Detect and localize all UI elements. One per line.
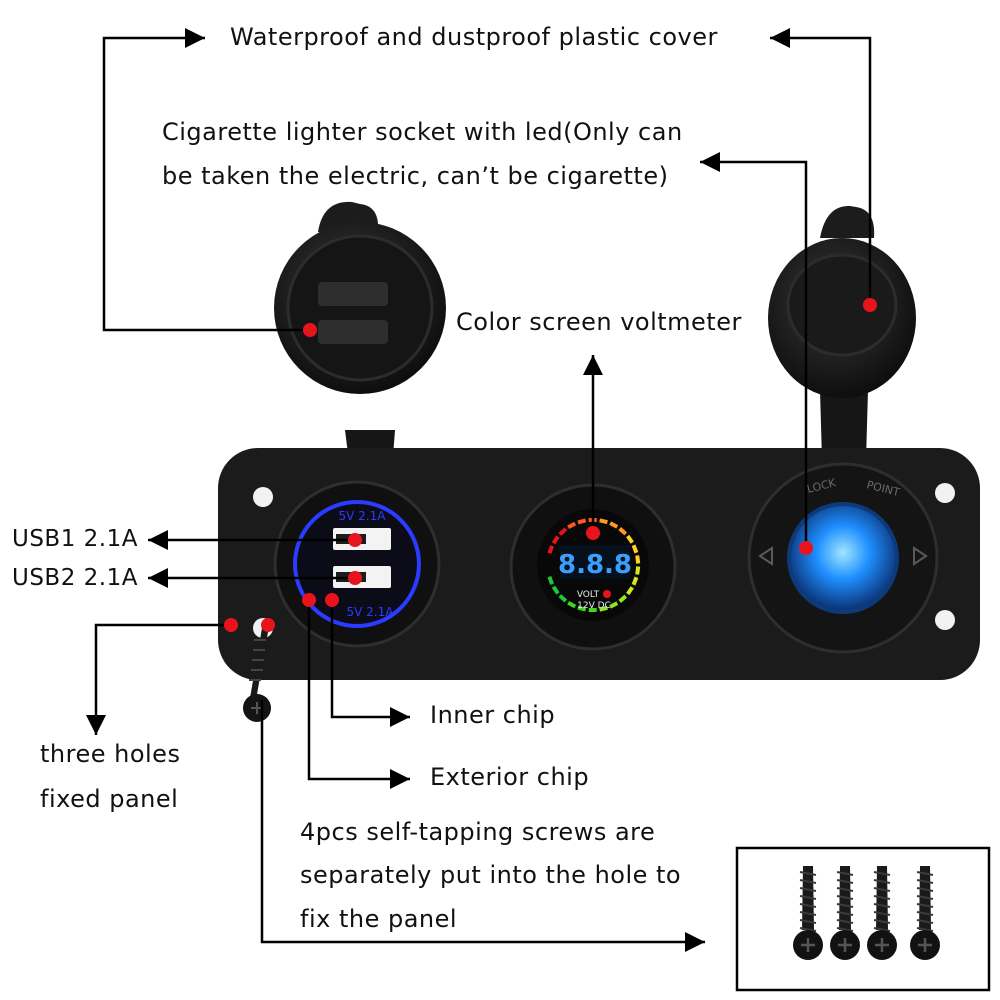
- voltmeter-led-segment: [577, 518, 587, 525]
- marker-exterior-chip: [302, 593, 316, 607]
- mount-hole-tr: [935, 483, 955, 503]
- screws-group: [793, 866, 940, 960]
- voltmeter-led-segment: [577, 605, 587, 612]
- voltmeter-led-segment: [631, 576, 639, 586]
- marker-holes: [224, 618, 238, 632]
- label-cover: Waterproof and dustproof plastic cover: [230, 23, 718, 51]
- usb-socket: 5V 2.1A 5V 2.1A: [273, 480, 441, 648]
- voltmeter-dc-text: 12V DC: [577, 601, 611, 611]
- usb-top-rating: 5V 2.1A: [339, 509, 387, 523]
- label-screws-line1: 4pcs self-tapping screws are: [300, 818, 656, 846]
- voltmeter-led-segment: [558, 527, 568, 536]
- voltmeter-led-segment: [635, 555, 641, 564]
- voltmeter-led-segment: [551, 535, 560, 545]
- label-usb2: USB2 2.1A: [12, 565, 138, 591]
- voltmeter: 8.8.8 VOLT 12V DC: [509, 483, 677, 651]
- voltmeter-led-segment: [626, 534, 634, 544]
- marker-voltmeter: [586, 526, 600, 540]
- leader-screws: [260, 700, 705, 952]
- leader-holes: [86, 623, 231, 735]
- label-voltmeter: Color screen voltmeter: [456, 308, 742, 336]
- leader-lighter: [700, 152, 808, 548]
- screw-icon: [867, 866, 897, 960]
- voltmeter-led-segment: [551, 585, 560, 595]
- label-screws-line3: fix the panel: [300, 905, 458, 933]
- label-lighter-line2: be taken the electric, can’t be cigarett…: [162, 162, 669, 190]
- leader-cover-right: [770, 28, 872, 305]
- marker-screw: [261, 618, 275, 632]
- voltmeter-led-segment: [588, 607, 597, 613]
- voltmeter-led-segment: [599, 605, 608, 612]
- voltmeter-led-segment: [635, 566, 641, 575]
- marker-cover-left: [303, 323, 317, 337]
- mount-hole-tl: [253, 487, 273, 507]
- marker-usb1: [348, 533, 362, 547]
- label-holes-line2: fixed panel: [40, 785, 179, 813]
- mount-hole-br: [935, 610, 955, 630]
- marker-inner-chip: [325, 593, 339, 607]
- marker-usb2: [348, 571, 362, 585]
- voltmeter-volt-text: VOLT: [577, 590, 600, 600]
- voltmeter-led-segment: [567, 521, 577, 530]
- usb-bottom-rating: 5V 2.1A: [347, 605, 395, 619]
- leader-cover-left: [102, 28, 310, 332]
- voltmeter-led-segment: [567, 600, 577, 609]
- voltmeter-led-segment: [618, 527, 628, 536]
- lighter-socket: LOCK POINT: [747, 462, 939, 654]
- voltmeter-led-segment: [609, 601, 619, 609]
- voltmeter-led-segment: [547, 575, 554, 585]
- screws-box: [735, 846, 991, 992]
- marker-cover-right: [863, 298, 877, 312]
- label-lighter-line1: Cigarette lighter socket with led(Only c…: [162, 118, 683, 146]
- label-usb1: USB1 2.1A: [12, 526, 138, 552]
- label-holes-line1: three holes: [40, 740, 181, 768]
- voltmeter-led-segment: [558, 594, 568, 603]
- marker-lighter: [799, 541, 813, 555]
- lighter-cover: [768, 205, 916, 460]
- usb-cover: [274, 201, 446, 470]
- screw-icon: [830, 866, 860, 960]
- voltmeter-led-segment: [631, 544, 639, 554]
- label-screws-line2: separately put into the hole to: [300, 861, 682, 889]
- loose-screw: [243, 628, 271, 722]
- voltmeter-led-segment: [609, 521, 619, 529]
- voltmeter-digits: 8.8.8: [558, 550, 632, 580]
- screw-icon: [910, 866, 940, 960]
- voltmeter-led-segment: [547, 545, 554, 555]
- leader-inner-chip: [330, 600, 410, 727]
- voltmeter-led-segment: [626, 586, 634, 596]
- voltmeter-led-segment: [618, 594, 628, 603]
- voltmeter-led-ring: [547, 517, 641, 613]
- label-inner-chip: Inner chip: [430, 701, 556, 729]
- leader-exterior-chip: [307, 600, 410, 789]
- voltmeter-led: [603, 590, 611, 598]
- screw-icon: [793, 866, 823, 960]
- label-exterior-chip: Exterior chip: [430, 763, 590, 791]
- voltmeter-led-segment: [599, 518, 608, 525]
